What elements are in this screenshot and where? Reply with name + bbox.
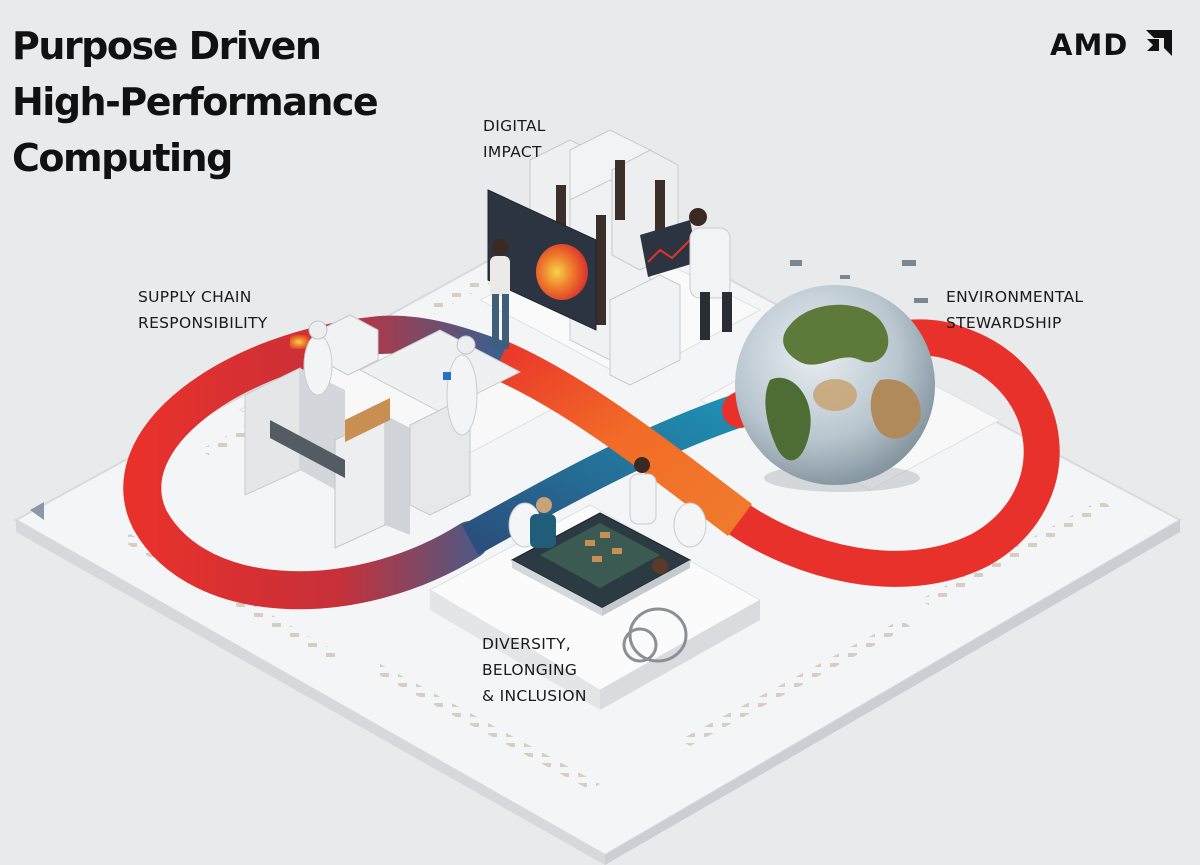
label-diversity: DIVERSITY, BELONGING & INCLUSION [482, 631, 587, 709]
label-line: & INCLUSION [482, 687, 587, 705]
title-line-3: Computing [12, 136, 233, 180]
label-line: BELONGING [482, 661, 578, 679]
amd-logo: AMD [1050, 28, 1172, 60]
label-digital-impact: DIGITAL IMPACT [483, 113, 546, 165]
label-line: ENVIRONMENTAL [946, 288, 1084, 306]
title-line-2: High-Performance [12, 80, 379, 124]
label-line: SUPPLY CHAIN [138, 288, 252, 306]
label-line: IMPACT [483, 143, 542, 161]
digital-impact-scene [487, 129, 732, 386]
globe [735, 260, 935, 492]
label-line: DIVERSITY, [482, 635, 571, 653]
label-supply-chain: SUPPLY CHAIN RESPONSIBILITY [138, 284, 268, 336]
label-line: RESPONSIBILITY [138, 314, 268, 332]
title-line-1: Purpose Driven [12, 24, 322, 68]
label-line: DIGITAL [483, 117, 546, 135]
collaboration-table [508, 457, 707, 663]
label-line: STEWARDSHIP [946, 314, 1062, 332]
svg-text:AMD: AMD [1050, 28, 1128, 60]
amd-arrow-icon [1146, 30, 1172, 56]
page-title: Purpose Driven High-Performance Computin… [12, 18, 379, 186]
supply-chain-machinery [244, 314, 522, 549]
label-environmental: ENVIRONMENTAL STEWARDSHIP [946, 284, 1083, 336]
